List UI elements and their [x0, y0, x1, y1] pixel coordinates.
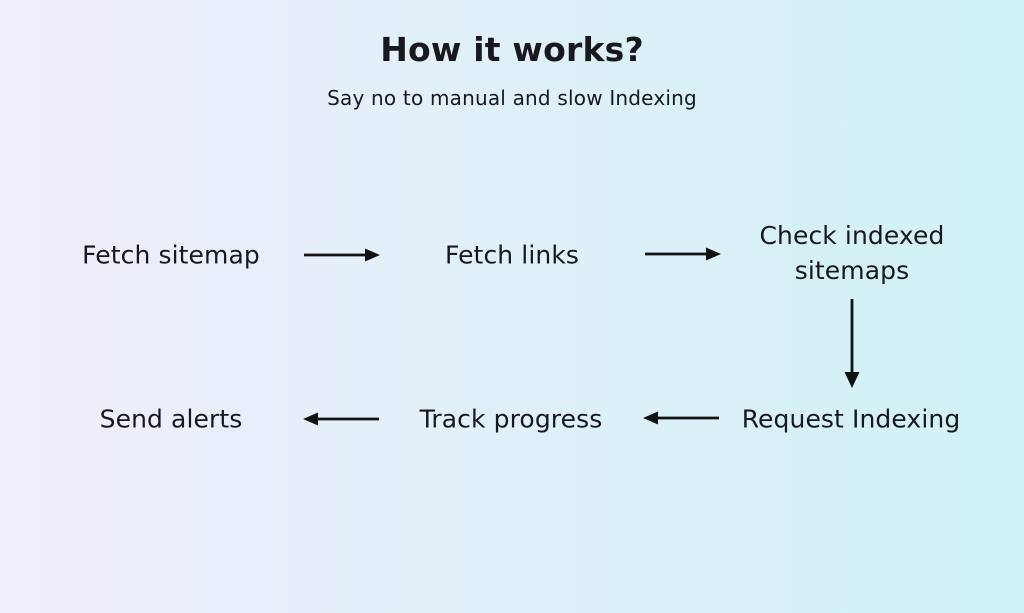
flow-step-fetch-links: Fetch links: [444, 240, 580, 270]
arrow-left-icon: [642, 410, 720, 426]
arrow-down-icon: [843, 298, 861, 390]
page-title: How it works?: [380, 30, 644, 69]
arrow-left-icon: [302, 411, 380, 427]
arrow-right-icon: [303, 247, 381, 263]
flow-step-check-indexed-sitemaps: Check indexed sitemaps: [759, 221, 945, 285]
arrow-right-icon: [644, 246, 722, 262]
flow-step-track-progress: Track progress: [419, 404, 603, 434]
flow-step-fetch-sitemap: Fetch sitemap: [82, 240, 260, 270]
flow-step-send-alerts: Send alerts: [99, 404, 243, 434]
flow-step-request-indexing: Request Indexing: [741, 404, 961, 434]
page-subtitle: Say no to manual and slow Indexing: [327, 86, 697, 110]
